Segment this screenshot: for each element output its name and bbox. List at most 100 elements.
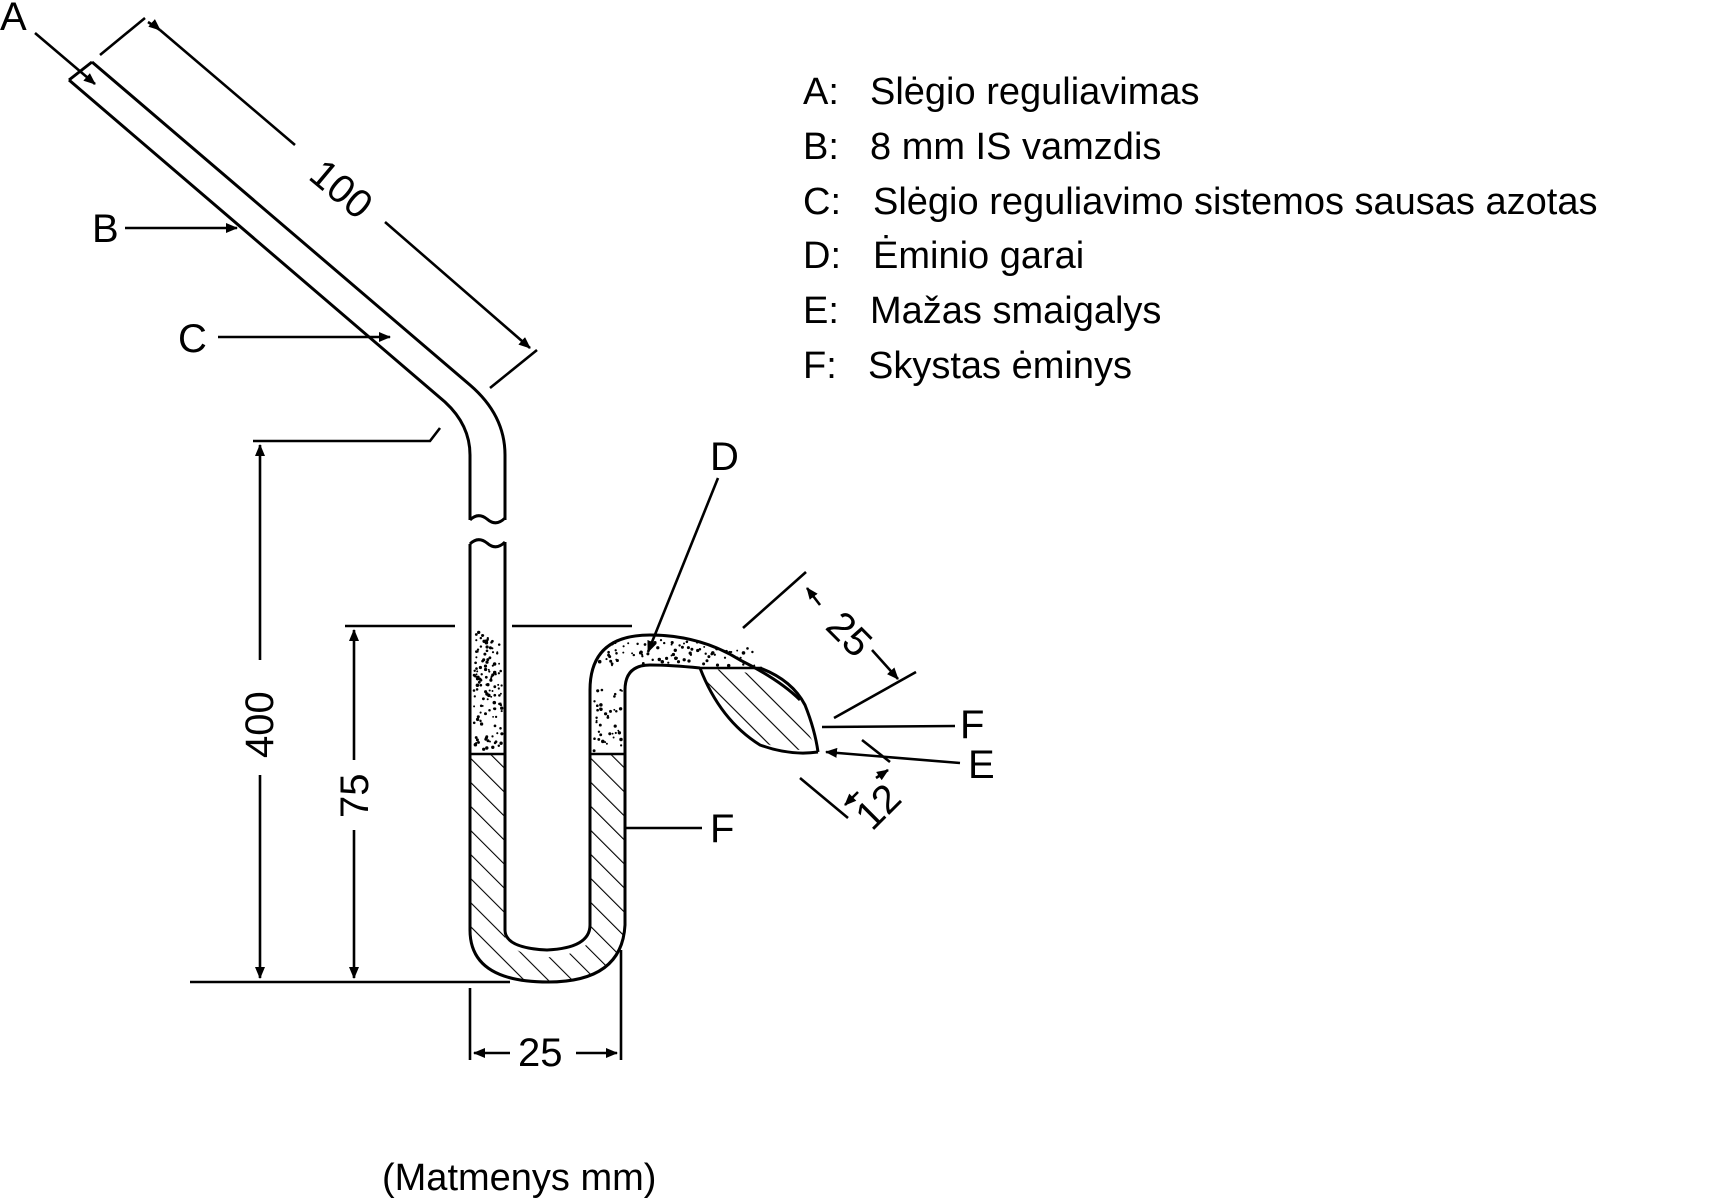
vapor-dot <box>485 660 489 664</box>
vapor-dot <box>603 712 608 716</box>
vapor-dot <box>595 704 599 708</box>
label-b: B <box>92 207 119 251</box>
vapor-dot <box>479 683 483 687</box>
vapor-dot <box>618 707 623 711</box>
vapor-dot <box>500 710 503 713</box>
vapor-dot <box>615 652 618 655</box>
vapor-dot <box>499 727 502 730</box>
vapor-dot <box>488 689 491 692</box>
vapor-dot <box>665 656 669 660</box>
vapor-dot <box>703 645 706 648</box>
leaders <box>34 32 961 830</box>
vapor-dot <box>622 651 625 654</box>
vapor-dot <box>617 731 622 735</box>
vapor-dot <box>612 642 615 645</box>
vapor-dot <box>484 712 487 716</box>
vapor-dot <box>475 741 478 745</box>
vapor-dot <box>671 652 676 657</box>
vapor-dot <box>614 642 617 645</box>
vapor-dot <box>609 659 613 663</box>
vapor-dot <box>741 651 746 655</box>
vapor-dot <box>607 653 611 657</box>
vapor-dot <box>595 719 598 722</box>
vapor-dot <box>481 659 484 663</box>
u-tube <box>468 538 802 984</box>
vapor-dot <box>704 652 707 655</box>
vapor-dot <box>597 730 601 733</box>
vapor-dot <box>498 694 501 697</box>
legend-text-f: Skystas ėminys <box>868 345 1132 387</box>
vapor-dot <box>619 737 623 742</box>
vapor-dot <box>631 652 634 655</box>
vapor-dot <box>597 737 601 741</box>
vapor-dot <box>475 673 478 676</box>
vapor-dot <box>480 673 483 676</box>
vapor-dot <box>653 641 657 645</box>
vapor-dot <box>739 656 742 659</box>
vapor-dot <box>485 692 489 696</box>
vapor-dot <box>474 736 478 739</box>
vapor-dot <box>481 697 485 701</box>
vapor-dot <box>593 700 596 703</box>
vapor-dot <box>472 721 476 725</box>
vapor-dot <box>595 721 598 724</box>
dim-75-label: 75 <box>333 774 377 819</box>
vapor-dot <box>632 653 636 657</box>
vapor-dot <box>599 703 603 707</box>
vapor-dot <box>670 654 673 657</box>
vapor-dot <box>492 662 497 666</box>
vapor-dot <box>476 670 479 673</box>
vapor-dot <box>484 675 488 679</box>
vapor-dot <box>696 648 700 653</box>
vapor-dot <box>492 715 495 718</box>
vapor-dot <box>490 695 493 698</box>
vapor-dot <box>479 677 482 680</box>
vapor-dot <box>474 633 478 636</box>
vapor-dot <box>604 741 607 744</box>
vapor-dot <box>680 645 684 649</box>
vapor-dot <box>663 641 666 645</box>
dimension-25-bottom <box>468 950 623 1060</box>
vapor-dot <box>599 733 603 737</box>
vapor-dot <box>723 656 727 659</box>
vapor-dot <box>475 717 480 722</box>
dim-400-label: 400 <box>238 691 282 758</box>
vapor-dot <box>486 698 489 701</box>
vapor-dot <box>475 639 478 642</box>
vapor-dot <box>497 683 500 686</box>
vapor-dot <box>607 650 610 654</box>
vapor-dot <box>592 749 596 753</box>
label-e: E <box>968 743 995 787</box>
vapor-dot <box>643 643 647 646</box>
vapor-dot <box>753 664 756 667</box>
vapor-dot <box>659 639 663 642</box>
vapor-dot <box>485 746 489 750</box>
vapor-dot <box>485 683 488 686</box>
vapor-dot <box>667 661 670 664</box>
vapor-dot <box>670 643 673 646</box>
vapor-dot <box>500 684 503 687</box>
vapor-dot <box>651 658 654 662</box>
vapor-dot <box>489 740 491 743</box>
vapor-dot <box>475 683 480 688</box>
vapor-dot <box>678 644 681 647</box>
vapor-dot <box>682 642 686 645</box>
vapor-dot <box>477 630 481 635</box>
vapor-dot <box>499 741 503 745</box>
vapor-dot <box>472 689 476 692</box>
vapor-dot <box>478 665 483 670</box>
vapor-dot <box>488 670 491 673</box>
vapor-dot <box>494 715 498 719</box>
vapor-dot <box>475 667 478 670</box>
vapor-dot <box>495 652 499 655</box>
vapor-dot <box>730 651 733 653</box>
vapor-dot <box>710 652 714 656</box>
vapor-dot <box>488 709 491 712</box>
vapor-dot <box>611 732 614 735</box>
vapor-dot <box>486 739 490 743</box>
vapor-dot <box>475 650 478 653</box>
vapor-dot <box>475 656 478 659</box>
vapor-dot <box>673 648 677 652</box>
vapor-dot <box>488 656 492 660</box>
vapor-dot <box>622 645 625 648</box>
